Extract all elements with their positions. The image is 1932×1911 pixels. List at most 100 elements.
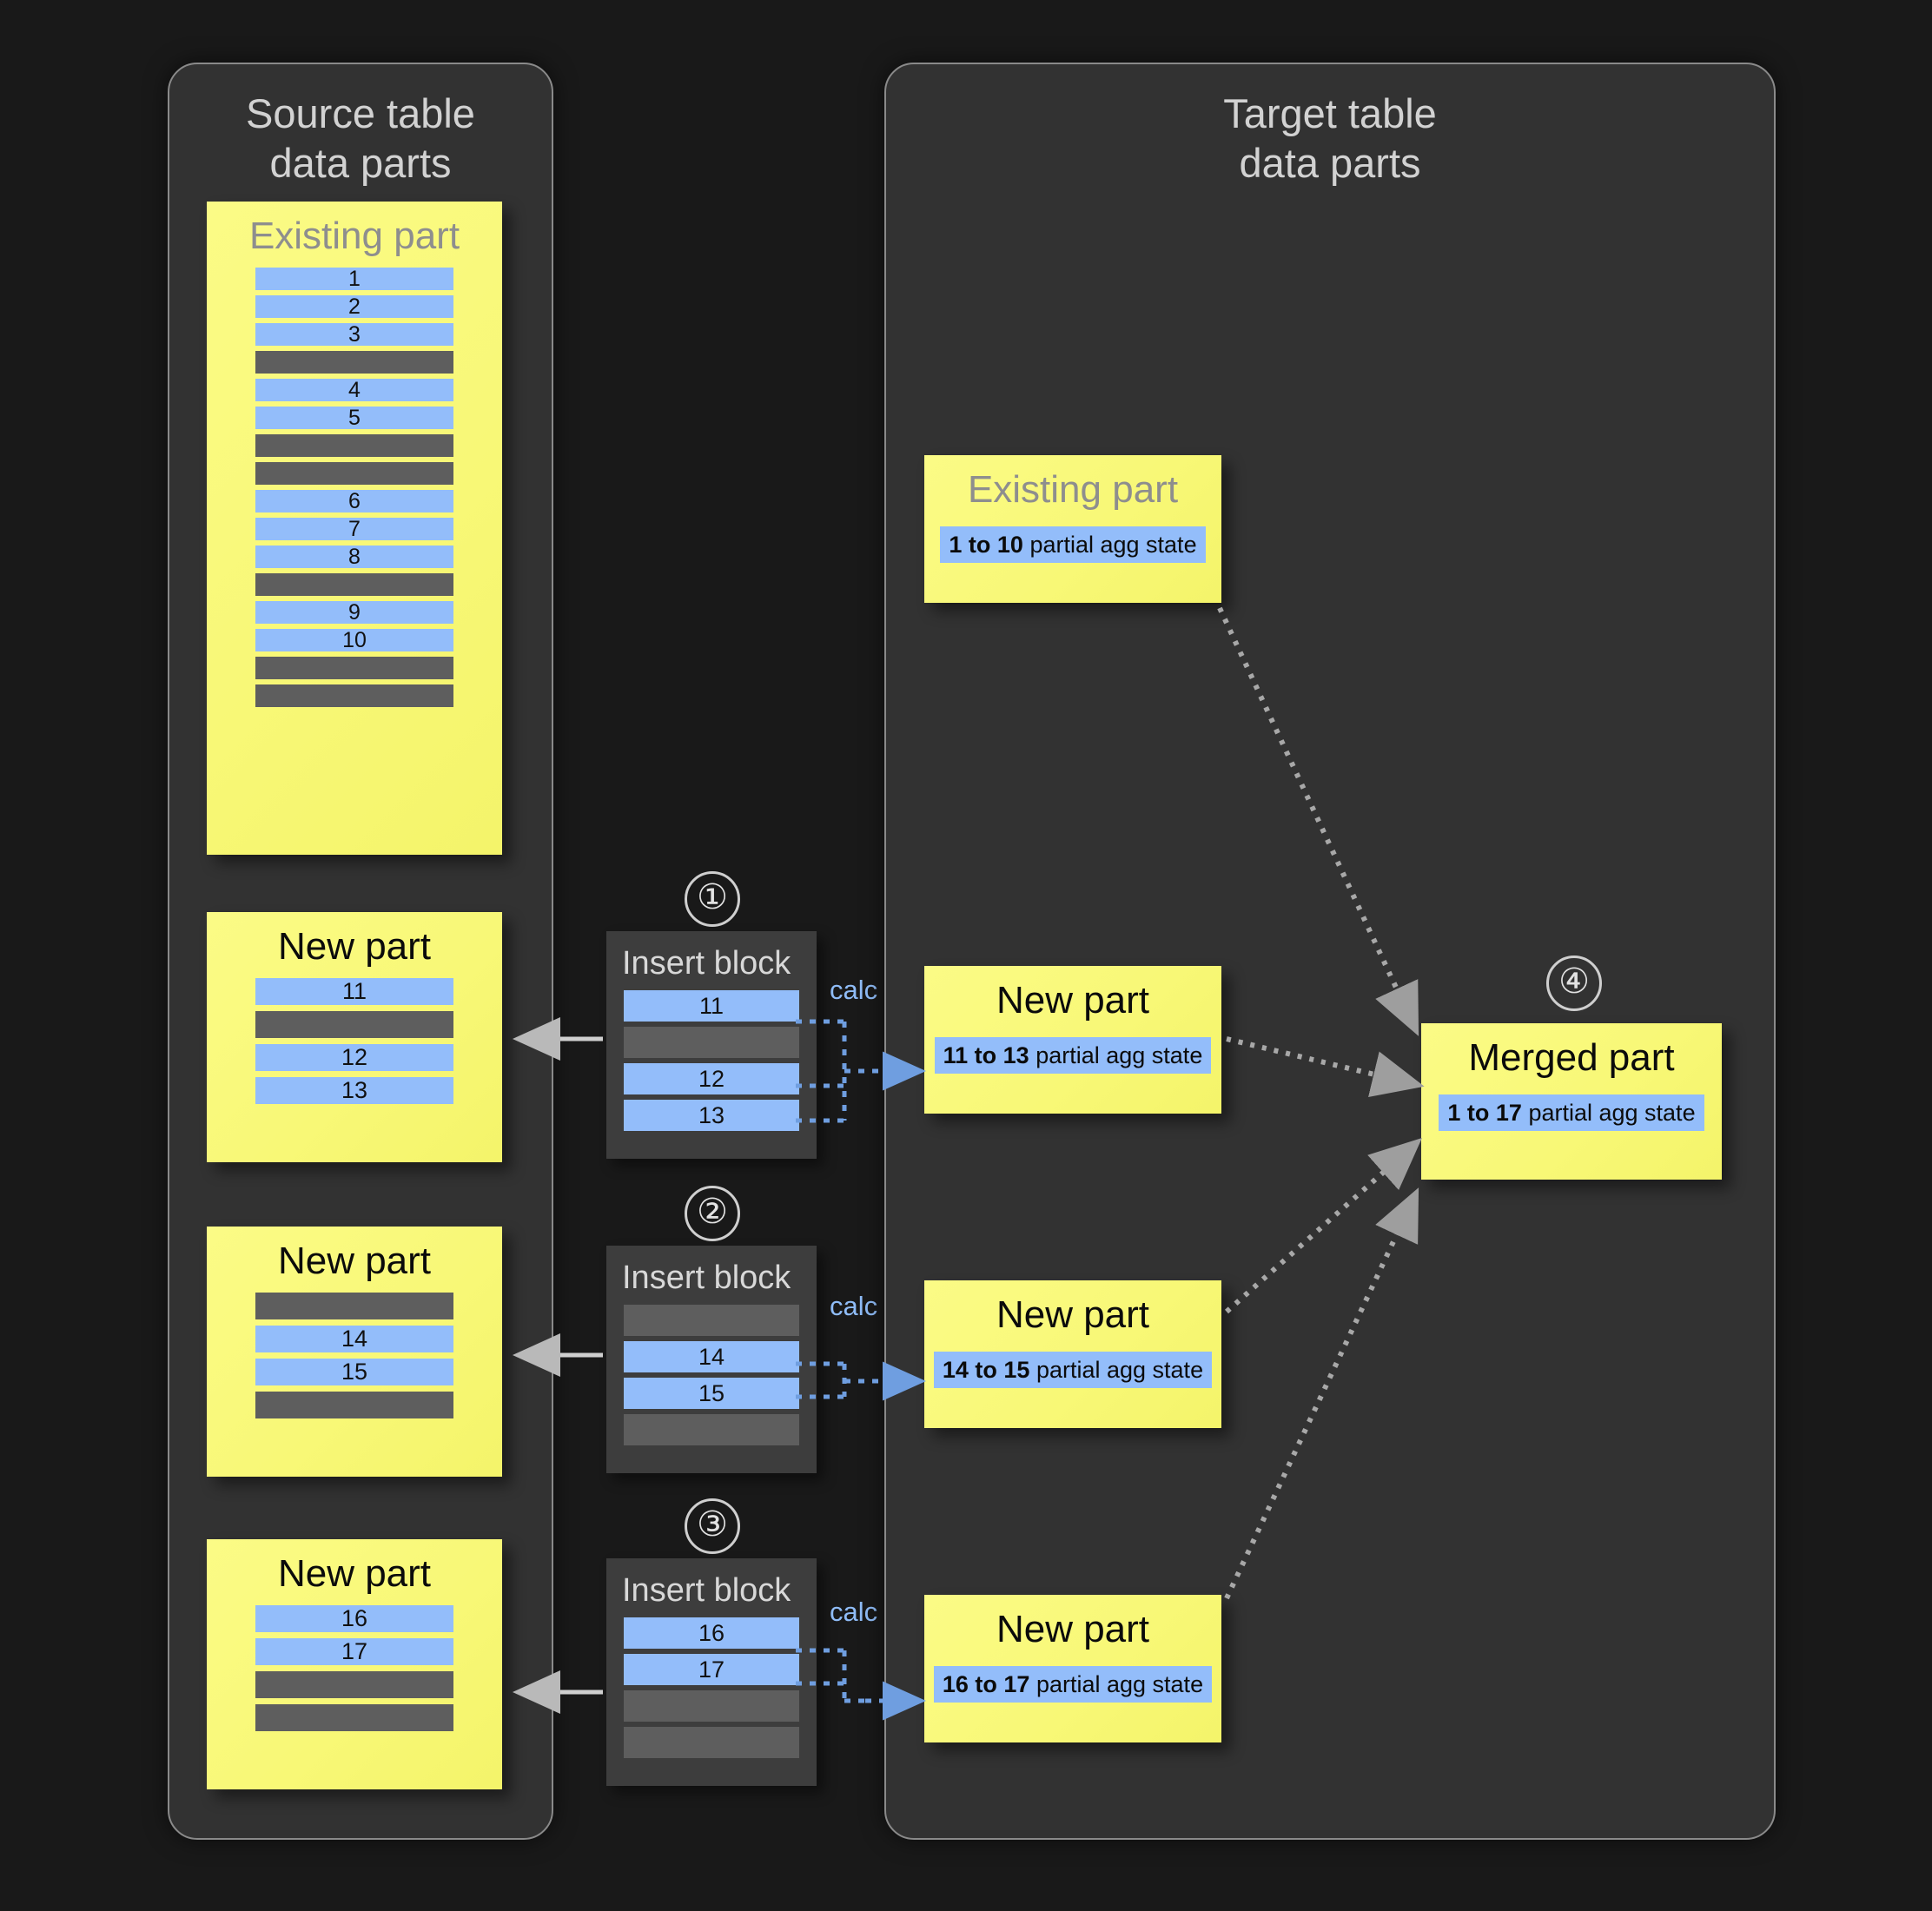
target-new-part-11-13-agg: 11 to 13 partial agg state <box>934 1037 1212 1074</box>
source-existing-part-title: Existing part <box>248 215 460 257</box>
step-marker-4: ④ <box>1546 956 1602 1011</box>
data-row: 14 <box>255 1326 453 1352</box>
insert-block-1-title: Insert block <box>622 945 791 982</box>
target-new-part-14-15-agg-suffix: partial agg state <box>1029 1357 1204 1383</box>
step-marker-1: ① <box>685 871 740 927</box>
source-existing-part: Existing part 1 2 3 4 5 6 7 8 9 10 <box>207 202 502 855</box>
insert-block-1-rows: 11 12 13 <box>606 990 817 1152</box>
target-merged-part: Merged part 1 to 17 partial agg state <box>1421 1023 1722 1180</box>
target-table-panel: Target table data parts <box>884 63 1776 1840</box>
target-merged-part-agg-suffix: partial agg state <box>1521 1100 1696 1126</box>
target-new-part-16-17-agg: 16 to 17 partial agg state <box>933 1666 1213 1703</box>
data-row: 3 <box>255 323 453 346</box>
gap-row <box>624 1414 799 1445</box>
gap-row <box>255 1293 453 1319</box>
gap-row <box>255 351 453 374</box>
target-merged-part-agg-range: 1 to 17 <box>1447 1100 1522 1126</box>
source-new-part-16-17-title: New part <box>277 1552 432 1595</box>
data-row: 17 <box>255 1638 453 1665</box>
data-row: 4 <box>255 379 453 401</box>
data-row: 11 <box>624 990 799 1022</box>
data-row: 8 <box>255 546 453 568</box>
source-existing-part-rows: 1 2 3 4 5 6 7 8 9 10 <box>207 259 502 731</box>
data-row: 5 <box>255 407 453 429</box>
data-row: 16 <box>255 1605 453 1632</box>
source-new-part-11-13-rows: 11 12 13 <box>207 969 502 1129</box>
insert-block-1: Insert block 11 12 13 <box>606 931 817 1159</box>
data-row: 16 <box>624 1617 799 1649</box>
data-row: 10 <box>255 629 453 651</box>
target-new-part-16-17-agg-suffix: partial agg state <box>1029 1671 1204 1697</box>
target-new-part-16-17: New part 16 to 17 partial agg state <box>924 1595 1221 1742</box>
data-row: 15 <box>255 1359 453 1385</box>
target-new-part-16-17-agg-range: 16 to 17 <box>942 1671 1030 1697</box>
target-existing-part-agg-range: 1 to 10 <box>949 532 1023 558</box>
step-marker-2: ② <box>685 1186 740 1241</box>
data-row: 17 <box>624 1654 799 1685</box>
gap-row <box>255 684 453 707</box>
target-new-part-14-15: New part 14 to 15 partial agg state <box>924 1280 1221 1428</box>
target-merged-part-agg-wrap: 1 to 17 partial agg state <box>1421 1081 1722 1131</box>
gap-row <box>255 1671 453 1698</box>
target-merged-part-title: Merged part <box>1468 1036 1675 1079</box>
gap-row <box>255 1011 453 1038</box>
gap-row <box>624 1690 799 1722</box>
target-new-part-11-13-agg-suffix: partial agg state <box>1029 1042 1203 1068</box>
data-row: 13 <box>255 1077 453 1104</box>
gap-row <box>255 657 453 679</box>
target-new-part-14-15-agg: 14 to 15 partial agg state <box>933 1352 1213 1388</box>
calc-label-1: calc <box>830 975 878 1005</box>
target-panel-title: Target table data parts <box>1223 90 1437 186</box>
source-new-part-11-13: New part 11 12 13 <box>207 912 502 1162</box>
target-new-part-11-13: New part 11 to 13 partial agg state <box>924 966 1221 1114</box>
calc-label-2: calc <box>830 1291 878 1321</box>
target-new-part-16-17-agg-wrap: 16 to 17 partial agg state <box>924 1652 1221 1703</box>
target-new-part-16-17-title: New part <box>996 1608 1150 1650</box>
gap-row <box>255 573 453 596</box>
data-row: 7 <box>255 518 453 540</box>
source-new-part-14-15-title: New part <box>277 1240 432 1282</box>
target-existing-part-agg-suffix: partial agg state <box>1022 532 1197 558</box>
target-merged-part-agg: 1 to 17 partial agg state <box>1439 1094 1704 1131</box>
data-row: 1 <box>255 268 453 290</box>
data-row: 13 <box>624 1100 799 1131</box>
target-existing-part: Existing part 1 to 10 partial agg state <box>924 455 1221 603</box>
target-new-part-14-15-title: New part <box>996 1293 1150 1336</box>
data-row: 12 <box>255 1044 453 1071</box>
gap-row <box>624 1727 799 1758</box>
target-existing-part-agg: 1 to 10 partial agg state <box>940 526 1206 563</box>
gap-row <box>255 1392 453 1418</box>
step-marker-3: ③ <box>685 1498 740 1554</box>
target-new-part-11-13-agg-wrap: 11 to 13 partial agg state <box>924 1023 1221 1074</box>
gap-row <box>255 462 453 485</box>
gap-row <box>255 1704 453 1731</box>
gap-row <box>255 434 453 457</box>
source-new-part-11-13-title: New part <box>277 925 432 968</box>
data-row: 2 <box>255 295 453 318</box>
insert-block-3-title: Insert block <box>622 1572 791 1609</box>
target-existing-part-agg-wrap: 1 to 10 partial agg state <box>924 512 1221 563</box>
target-existing-part-title: Existing part <box>967 468 1179 511</box>
data-row: 9 <box>255 601 453 624</box>
data-row: 15 <box>624 1378 799 1409</box>
source-panel-title: Source table data parts <box>246 90 475 186</box>
target-new-part-14-15-agg-range: 14 to 15 <box>942 1357 1030 1383</box>
gap-row <box>624 1305 799 1336</box>
data-row: 6 <box>255 490 453 512</box>
target-new-part-11-13-title: New part <box>996 979 1150 1022</box>
calc-label-3: calc <box>830 1597 878 1627</box>
target-new-part-14-15-agg-wrap: 14 to 15 partial agg state <box>924 1338 1221 1388</box>
data-row: 14 <box>624 1341 799 1372</box>
gap-row <box>624 1027 799 1058</box>
data-row: 11 <box>255 978 453 1005</box>
data-row: 12 <box>624 1063 799 1094</box>
